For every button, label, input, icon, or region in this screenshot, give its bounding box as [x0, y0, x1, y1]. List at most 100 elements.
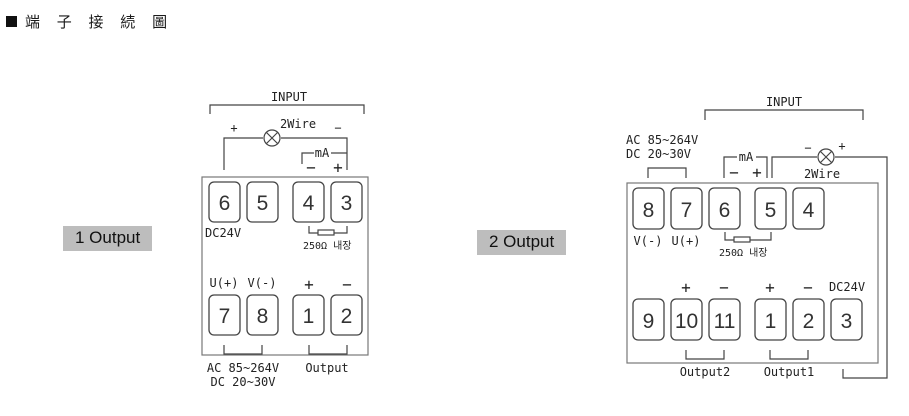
- ma-minus: −: [306, 158, 316, 177]
- terminal-2[interactable]: [330, 294, 363, 336]
- terminal-6-number: 6: [219, 192, 231, 215]
- diagram-2-output: INPUT AC 85~264V DC 20~30V mA − + − + 2W…: [626, 95, 888, 379]
- terminal-9[interactable]: [632, 298, 665, 341]
- terminal-3[interactable]: [830, 298, 863, 341]
- twowire-label: 2Wire: [804, 167, 840, 181]
- terminal-2-number: 2: [341, 305, 353, 328]
- output1-plus: +: [765, 278, 775, 297]
- input-bracket: [209, 104, 365, 114]
- terminal-9-number: 9: [643, 310, 655, 333]
- lamp-icon: [817, 148, 835, 166]
- terminal-8-number: 8: [257, 305, 269, 328]
- terminal-2-number: 2: [803, 310, 815, 333]
- terminal-5[interactable]: [246, 181, 279, 223]
- terminal-8-number: 8: [643, 199, 655, 222]
- twowire-minus: −: [334, 121, 341, 135]
- label-u-plus: U(+): [672, 234, 701, 248]
- power-label-dc: DC 20~30V: [210, 375, 275, 389]
- power-label-dc: DC 20~30V: [626, 147, 691, 161]
- terminal-6[interactable]: [208, 181, 241, 223]
- badge-1-output: 1 Output: [63, 226, 153, 251]
- twowire-loop: [771, 156, 888, 379]
- terminal-6[interactable]: [708, 187, 741, 230]
- terminal-6-number: 6: [719, 199, 731, 222]
- terminal-7-number: 7: [219, 305, 231, 328]
- output2-label: Output2: [680, 365, 731, 379]
- terminal-10[interactable]: [670, 298, 703, 341]
- terminal-7[interactable]: [670, 187, 703, 230]
- terminal-3-number: 3: [341, 192, 353, 215]
- output-plus: +: [304, 275, 314, 294]
- ma-bracket: [301, 152, 347, 164]
- resistor-wire: [308, 226, 348, 234]
- terminal-10-number: 10: [675, 310, 698, 333]
- terminal-8[interactable]: [632, 187, 665, 230]
- resistor-icon: [317, 229, 335, 236]
- top-terminal-row: 8 7 6 5 4: [632, 187, 825, 230]
- bottom-terminal-row: 7 8 1 2: [208, 294, 363, 336]
- ma-plus: +: [752, 163, 762, 182]
- output1-label: Output1: [764, 365, 815, 379]
- ma-bracket: [723, 156, 768, 178]
- terminal-4[interactable]: [792, 187, 825, 230]
- resistor-label: 250Ω 내장: [719, 247, 768, 259]
- terminal-11[interactable]: [708, 298, 741, 341]
- output-minus: −: [342, 275, 352, 294]
- terminal-4-number: 4: [803, 199, 815, 222]
- output2-minus: −: [719, 278, 729, 297]
- label-u-plus: U(+): [210, 276, 239, 290]
- lamp-icon: [263, 129, 281, 147]
- terminal-4[interactable]: [292, 181, 325, 223]
- square-bullet-icon: [6, 16, 17, 27]
- badge-2-output: 2 Output: [477, 230, 567, 255]
- resistor-icon: [733, 236, 751, 243]
- ma-label: mA: [739, 150, 754, 164]
- input-bracket: [704, 109, 864, 120]
- output1-bracket: [769, 350, 809, 360]
- power-label-ac: AC 85~264V: [207, 361, 279, 375]
- terminal-3[interactable]: [330, 181, 363, 223]
- ma-label: mA: [315, 146, 330, 160]
- terminal-5-number: 5: [257, 192, 269, 215]
- twowire-minus: −: [804, 141, 811, 155]
- output2-bracket: [685, 350, 725, 360]
- output2-plus: +: [681, 278, 691, 297]
- output1-minus: −: [803, 278, 813, 297]
- terminal-2[interactable]: [792, 298, 825, 341]
- terminal-1[interactable]: [292, 294, 325, 336]
- twowire-loop: [223, 137, 348, 170]
- twowire-plus: +: [230, 121, 237, 135]
- terminal-4-number: 4: [303, 192, 315, 215]
- dc24v-label: DC24V: [829, 280, 865, 294]
- terminal-1[interactable]: [754, 298, 787, 341]
- dc24v-label: DC24V: [205, 226, 241, 240]
- terminal-3-number: 3: [841, 310, 853, 333]
- diagram-1-output: INPUT + 2Wire − mA − + 6 5 4 3 DC24V: [201, 90, 369, 389]
- bottom-terminal-row: 9 10 11 1 2 3: [632, 298, 863, 341]
- terminal-1-number: 1: [765, 310, 777, 333]
- power-label-ac: AC 85~264V: [626, 133, 698, 147]
- terminal-11-number: 11: [714, 310, 736, 333]
- input-label: INPUT: [766, 95, 802, 109]
- output-label: Output: [305, 361, 348, 375]
- power-bracket: [647, 167, 687, 178]
- resistor-label: 250Ω 내장: [303, 240, 352, 252]
- page-title: 端 子 接 続 圖: [6, 11, 173, 32]
- ma-minus: −: [729, 163, 739, 182]
- input-label: INPUT: [271, 90, 307, 104]
- terminal-7[interactable]: [208, 294, 241, 336]
- label-v-minus: V(-): [248, 276, 277, 290]
- terminal-7-number: 7: [681, 199, 693, 222]
- power-bracket: [223, 345, 263, 355]
- terminal-5[interactable]: [754, 187, 787, 230]
- terminal-8[interactable]: [246, 294, 279, 336]
- resistor-wire: [724, 232, 772, 241]
- terminal-5-number: 5: [765, 199, 777, 222]
- output-bracket: [308, 345, 348, 355]
- label-v-minus: V(-): [634, 234, 663, 248]
- title-text: 端 子 接 続 圖: [25, 13, 174, 31]
- ma-plus: +: [333, 158, 343, 177]
- twowire-label: 2Wire: [280, 117, 316, 131]
- twowire-plus: +: [838, 139, 845, 153]
